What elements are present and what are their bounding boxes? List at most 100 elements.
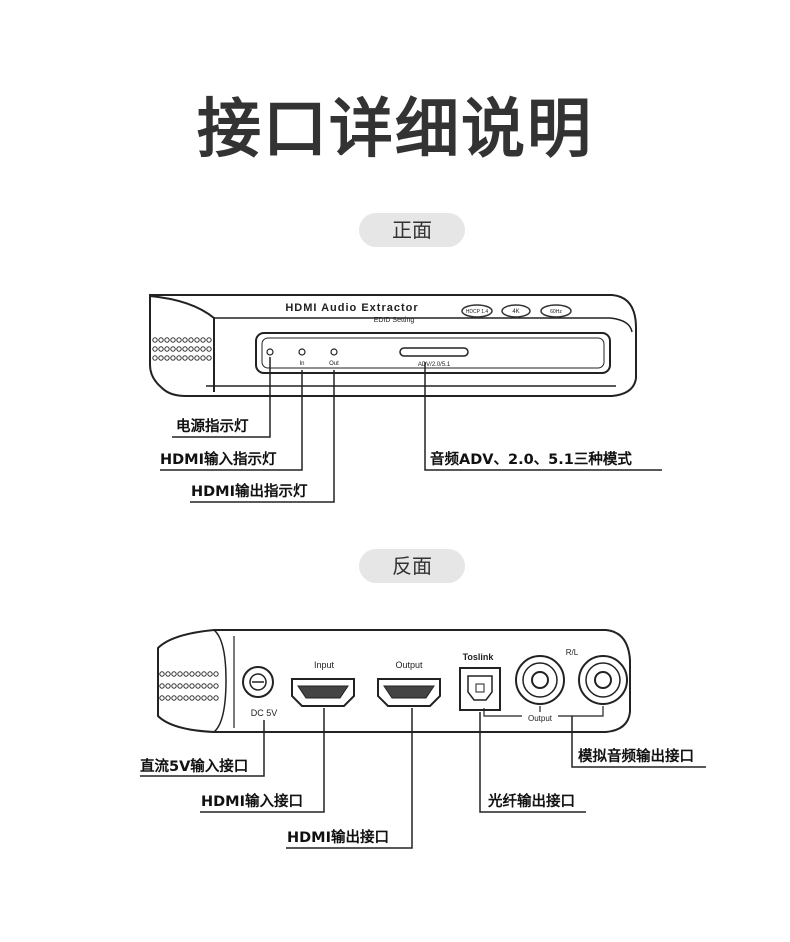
vent-slot	[195, 695, 201, 701]
hdmi-output-label: Output	[395, 660, 423, 670]
vent-slot	[201, 683, 207, 689]
front-vents	[152, 337, 212, 361]
hdmi-in-led	[298, 348, 306, 356]
callout-hdmi-out-led: HDMI输出指示灯	[191, 482, 308, 500]
hdcp-badge-text: HDCP 1.4	[466, 309, 489, 315]
toslink-port	[459, 667, 501, 711]
vent-slot	[158, 346, 164, 352]
vent-slot	[165, 683, 171, 689]
hdcp-badge	[461, 304, 493, 318]
mode-switch	[399, 347, 469, 357]
hdmi-out-led	[330, 348, 338, 356]
vent-slot	[182, 355, 188, 361]
vent-slot	[200, 337, 206, 343]
led-in-label: In	[299, 361, 304, 367]
front-callout-lines	[160, 357, 662, 503]
toslink-label: Toslink	[463, 652, 495, 662]
vent-slot	[194, 355, 200, 361]
vent-slot	[164, 337, 170, 343]
vent-slot	[200, 346, 206, 352]
vent-slot	[200, 355, 206, 361]
vent-slot	[201, 671, 207, 677]
callout-audio-mode: 音频ADV、2.0、5.1三种模式	[430, 450, 632, 468]
60hz-badge	[540, 304, 572, 318]
callout-hdmi-output: HDMI输出接口	[287, 828, 389, 846]
mode-switch-label: ADV/2.0/5.1	[418, 362, 451, 368]
rca-left-jack	[515, 655, 565, 705]
vent-slot	[176, 346, 182, 352]
rca-right-jack	[578, 655, 628, 705]
led-out-label: Out	[329, 361, 339, 367]
callout-analog-output: 模拟音频输出接口	[578, 747, 694, 765]
vent-slot	[170, 346, 176, 352]
callout-hdmi-input: HDMI输入接口	[201, 792, 303, 810]
vent-slot	[177, 671, 183, 677]
callout-optical-output: 光纤输出接口	[487, 792, 575, 810]
vent-slot	[165, 695, 171, 701]
vent-slot	[159, 671, 165, 677]
back-vents	[159, 671, 219, 701]
vent-slot	[171, 671, 177, 677]
vent-slot	[188, 346, 194, 352]
vent-slot	[188, 355, 194, 361]
device-name: HDMI Audio Extractor	[285, 302, 418, 314]
vent-slot	[207, 671, 213, 677]
page-title: 接口详细说明	[197, 93, 593, 167]
output-bracket-label: Output	[528, 714, 553, 723]
vent-slot	[171, 695, 177, 701]
dc-jack	[242, 666, 274, 698]
vent-slot	[189, 683, 195, 689]
vent-slot	[171, 683, 177, 689]
vent-slot	[207, 683, 213, 689]
vent-slot	[159, 683, 165, 689]
vent-slot	[170, 337, 176, 343]
vent-slot	[213, 671, 219, 677]
4k-badge	[501, 304, 531, 318]
vent-slot	[206, 355, 212, 361]
vent-slot	[189, 695, 195, 701]
output-bracket	[483, 706, 604, 717]
vent-slot	[177, 683, 183, 689]
callout-hdmi-in-led: HDMI输入指示灯	[160, 450, 277, 468]
vent-slot	[176, 355, 182, 361]
front-device	[149, 294, 637, 397]
hdmi-output-port	[377, 678, 441, 707]
vent-slot	[182, 337, 188, 343]
vent-slot	[194, 337, 200, 343]
vent-slot	[182, 346, 188, 352]
vent-slot	[152, 346, 158, 352]
vent-slot	[158, 355, 164, 361]
vent-slot	[159, 695, 165, 701]
vent-slot	[195, 683, 201, 689]
vent-slot	[152, 355, 158, 361]
vent-slot	[213, 695, 219, 701]
vent-slot	[164, 346, 170, 352]
vent-slot	[176, 337, 182, 343]
vent-slot	[170, 355, 176, 361]
vent-slot	[207, 695, 213, 701]
vent-slot	[206, 337, 212, 343]
vent-slot	[165, 671, 171, 677]
hdmi-input-port	[291, 678, 355, 707]
vent-slot	[206, 346, 212, 352]
vent-slot	[188, 337, 194, 343]
vent-slot	[194, 346, 200, 352]
vent-slot	[183, 671, 189, 677]
4k-badge-text: 4K	[512, 309, 519, 315]
front-badges: HDCP 1.4 4K 60Hz	[461, 304, 572, 318]
callout-power-led: 电源指示灯	[176, 417, 249, 435]
back-view-tag: 反面	[359, 549, 465, 583]
vent-slot	[158, 337, 164, 343]
vent-slot	[213, 683, 219, 689]
vent-slot	[195, 671, 201, 677]
edid-text: EDID Setting	[374, 317, 415, 324]
vent-slot	[152, 337, 158, 343]
dc-label: DC 5V	[251, 708, 278, 718]
60hz-badge-text: 60Hz	[550, 309, 562, 315]
vent-slot	[189, 671, 195, 677]
vent-slot	[177, 695, 183, 701]
hdmi-input-label: Input	[314, 660, 335, 670]
callout-dc-input: 直流5V输入接口	[140, 757, 248, 775]
vent-slot	[183, 683, 189, 689]
